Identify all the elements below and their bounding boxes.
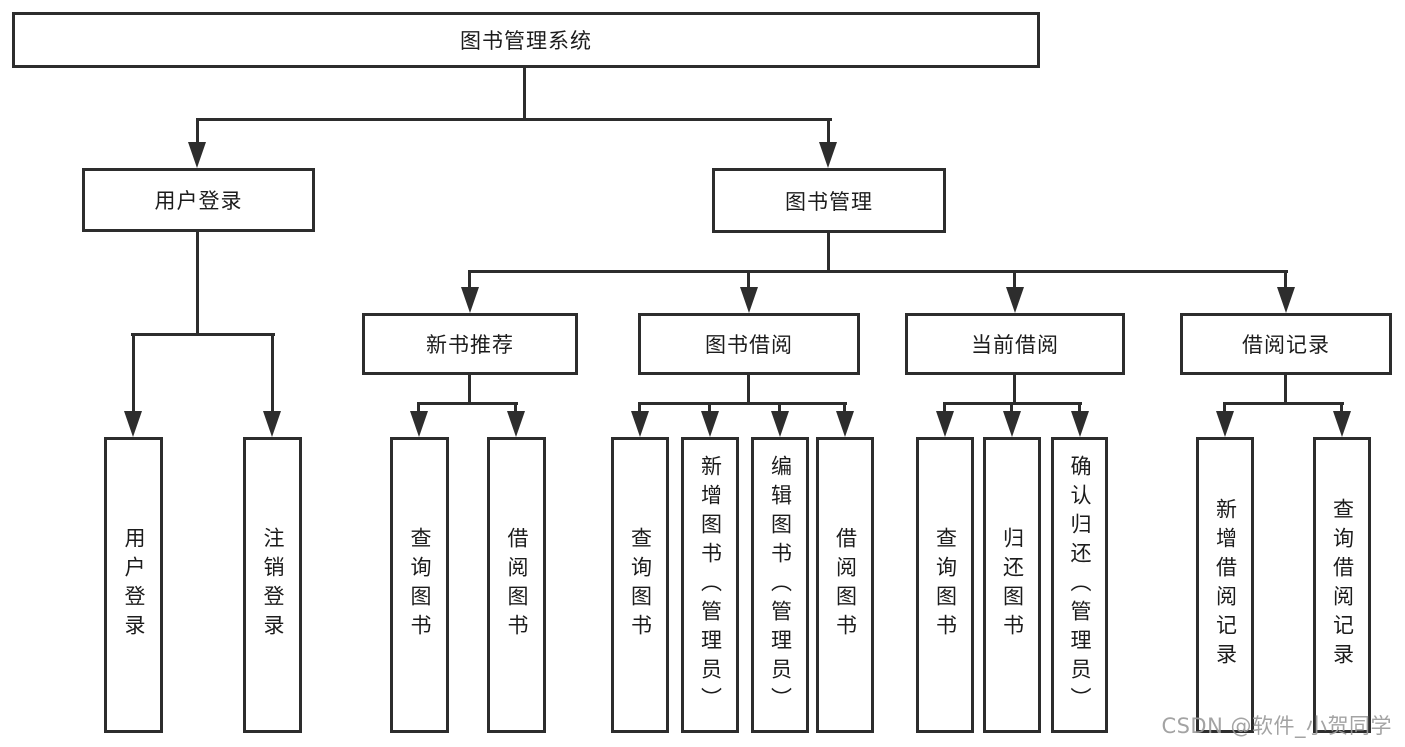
connector-line — [417, 402, 518, 405]
leaf-label: 归还图书 — [1000, 527, 1025, 643]
leaf-nbr-borrow-books: 借阅图书 — [487, 437, 546, 733]
leaf-label: 确认归还（管理员） — [1068, 454, 1092, 716]
connector-line — [827, 233, 830, 272]
arrow-down-icon — [819, 142, 837, 168]
connector-line — [468, 270, 471, 292]
node-current-borrowing: 当前借阅 — [905, 313, 1125, 375]
leaf-label: 查询图书 — [628, 527, 653, 643]
arrow-down-icon — [1277, 287, 1295, 313]
arrow-down-icon — [1006, 287, 1024, 313]
arrow-down-icon — [1071, 411, 1089, 437]
leaf-bb-query-books: 查询图书 — [611, 437, 669, 733]
arrow-down-icon — [740, 287, 758, 313]
leaf-label: 新增借阅记录 — [1213, 498, 1238, 672]
node-borrowing-records: 借阅记录 — [1180, 313, 1392, 375]
connector-line — [523, 68, 526, 120]
connector-line — [132, 333, 135, 413]
node-user-login: 用户登录 — [82, 168, 315, 232]
leaf-label: 借阅图书 — [833, 527, 858, 643]
connector-line — [271, 333, 274, 413]
connector-line — [708, 402, 711, 414]
connector-line — [1010, 402, 1013, 414]
leaf-label: 查询借阅记录 — [1330, 498, 1355, 672]
arrow-down-icon — [507, 411, 525, 437]
connector-line — [196, 118, 832, 121]
connector-line — [747, 375, 750, 404]
connector-line — [417, 402, 420, 414]
leaf-bb-borrow-books: 借阅图书 — [816, 437, 874, 733]
leaf-cb-return-books: 归还图书 — [983, 437, 1041, 733]
watermark: CSDN @软件_小贺同学 — [1161, 714, 1392, 738]
connector-line — [747, 270, 750, 292]
connector-line — [778, 402, 781, 414]
connector-line — [1223, 402, 1226, 414]
leaf-bb-edit-book-admin: 编辑图书（管理员） — [751, 437, 809, 733]
arrow-down-icon — [771, 411, 789, 437]
node-new-book-recommendation: 新书推荐 — [362, 313, 578, 375]
arrow-down-icon — [1003, 411, 1021, 437]
connector-line — [638, 402, 847, 405]
connector-line — [468, 270, 1288, 273]
arrow-down-icon — [701, 411, 719, 437]
leaf-cb-confirm-return-admin: 确认归还（管理员） — [1051, 437, 1108, 733]
leaf-label: 查询图书 — [933, 527, 958, 643]
connector-line — [943, 402, 946, 414]
arrow-down-icon — [631, 411, 649, 437]
arrow-down-icon — [124, 411, 142, 437]
arrow-down-icon — [936, 411, 954, 437]
leaf-label: 注销登录 — [261, 527, 285, 643]
leaf-label: 新增图书（管理员） — [698, 454, 723, 716]
connector-line — [1223, 402, 1344, 405]
connector-line — [843, 402, 846, 414]
leaf-nbr-query-books: 查询图书 — [390, 437, 449, 733]
leaf-br-add-record: 新增借阅记录 — [1196, 437, 1254, 733]
node-root: 图书管理系统 — [12, 12, 1040, 68]
leaf-user-login: 用户登录 — [104, 437, 163, 733]
connector-line — [1340, 402, 1343, 414]
connector-line — [638, 402, 641, 414]
arrow-down-icon — [1216, 411, 1234, 437]
connector-line — [1013, 375, 1016, 404]
connector-line — [827, 118, 830, 145]
arrow-down-icon — [410, 411, 428, 437]
leaf-logout: 注销登录 — [243, 437, 302, 733]
connector-line — [196, 118, 199, 145]
connector-line — [131, 333, 275, 336]
connector-line — [514, 402, 517, 414]
arrow-down-icon — [188, 142, 206, 168]
arrow-down-icon — [836, 411, 854, 437]
connector-line — [1013, 270, 1016, 292]
node-book-borrowing: 图书借阅 — [638, 313, 860, 375]
arrow-down-icon — [461, 287, 479, 313]
arrow-down-icon — [263, 411, 281, 437]
leaf-label: 编辑图书（管理员） — [768, 454, 793, 716]
leaf-bb-add-book-admin: 新增图书（管理员） — [681, 437, 739, 733]
connector-line — [1284, 270, 1287, 292]
connector-line — [468, 375, 471, 404]
connector-line — [196, 232, 199, 335]
leaf-label: 用户登录 — [122, 527, 146, 643]
connector-line — [1078, 402, 1081, 414]
leaf-label: 借阅图书 — [505, 527, 529, 643]
leaf-label: 查询图书 — [408, 527, 432, 643]
arrow-down-icon — [1333, 411, 1351, 437]
node-book-management: 图书管理 — [712, 168, 946, 233]
connector-line — [1284, 375, 1287, 404]
leaf-br-query-record: 查询借阅记录 — [1313, 437, 1371, 733]
leaf-cb-query-books: 查询图书 — [916, 437, 974, 733]
